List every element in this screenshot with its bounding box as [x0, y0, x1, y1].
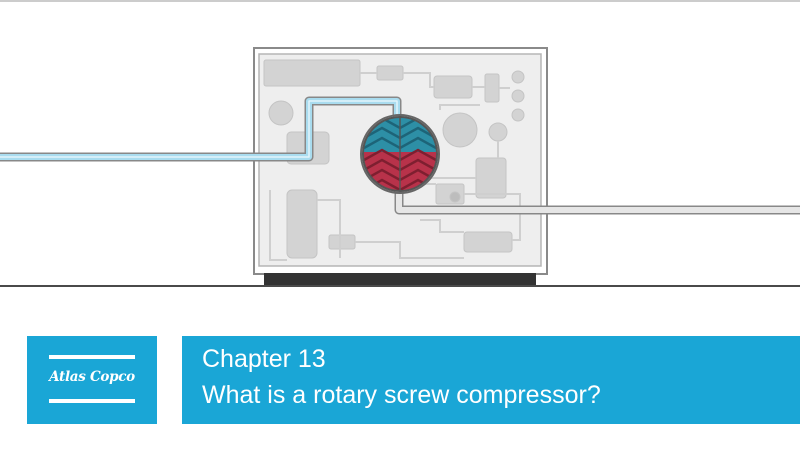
component-fan: [442, 112, 478, 148]
component-valve: [433, 75, 473, 99]
rotor-element: [360, 114, 440, 194]
logo-bar-top: [49, 355, 135, 359]
component-tall-top: [484, 73, 500, 103]
component-mid: [435, 183, 465, 205]
internal-components: [263, 59, 525, 259]
component-separator: [286, 189, 318, 259]
component-mid-dot: [449, 191, 461, 203]
component-dot-1: [511, 70, 525, 84]
logo-wordmark: Atlas Copco: [49, 369, 135, 385]
component-fan-small: [488, 122, 508, 142]
chapter-banner: Chapter 13 What is a rotary screw compre…: [182, 336, 800, 424]
component-small-bottom: [328, 234, 356, 250]
component-box-right: [475, 157, 507, 199]
component-round-left: [268, 100, 294, 126]
chapter-title: What is a rotary screw compressor?: [202, 381, 601, 409]
logo-bar-bottom: [49, 399, 135, 403]
outlet-pipe-fill: [396, 190, 800, 213]
component-dot-2: [511, 89, 525, 103]
component-bottom-right: [463, 231, 513, 253]
component-dot-3: [511, 108, 525, 122]
chapter-number: Chapter 13: [202, 345, 326, 373]
component-small-top: [376, 65, 404, 81]
atlas-copco-logo: Atlas Copco: [27, 336, 157, 424]
inlet-pipe-highlight: [0, 100, 398, 158]
compressor-diagram: [0, 0, 800, 287]
control-panel: [263, 59, 361, 87]
compressor-base: [264, 273, 536, 285]
